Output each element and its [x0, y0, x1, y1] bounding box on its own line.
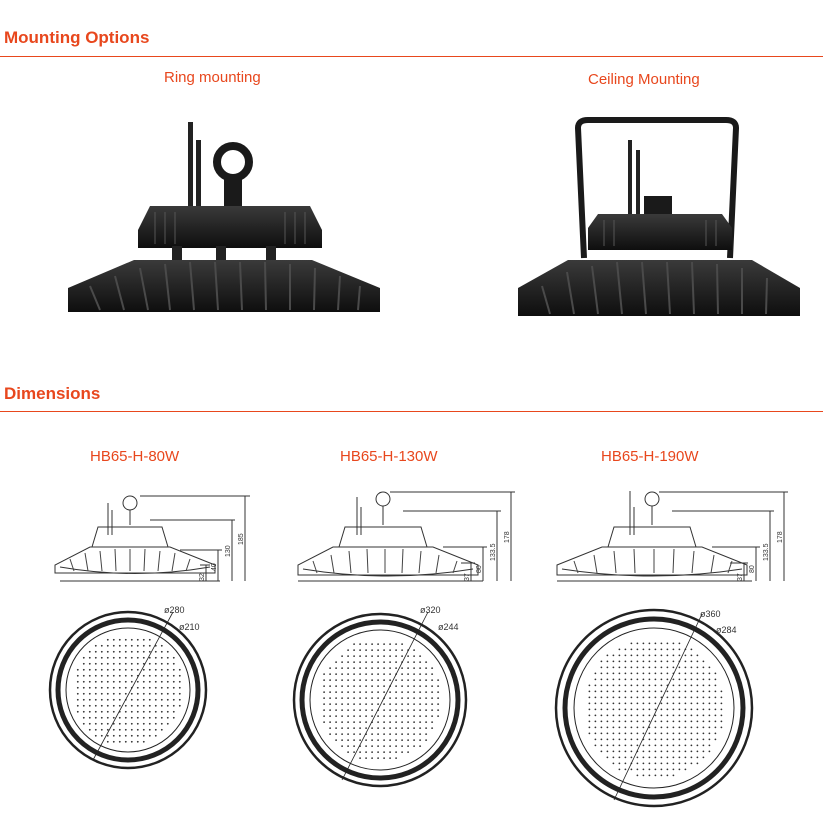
dim-80w-height: 185: [238, 533, 245, 545]
outer-dia-80w: ø280: [164, 605, 185, 615]
dimensions-heading: Dimensions: [4, 384, 101, 403]
side-drawing-80w: 185 130 40 32: [50, 485, 250, 585]
dim-190w-height: 178: [777, 531, 784, 543]
top-view-190w: ø360 ø284: [552, 600, 767, 815]
inner-dia-190w: ø284: [716, 625, 737, 635]
dim-130w-driver: 133.5: [490, 543, 497, 561]
outer-dia-130w: ø320: [420, 605, 441, 615]
dim-80w-mid: 40: [211, 563, 218, 571]
ceiling-mount-fixture-image: [512, 110, 807, 320]
model-name-80w: HB65-H-80W: [90, 448, 180, 465]
top-view-80w: ø280 ø210: [48, 600, 218, 770]
side-drawing-190w: 178 133.5 80 37: [552, 485, 792, 585]
dim-130w-base: 37: [464, 573, 471, 581]
dim-80w-driver: 130: [225, 545, 232, 557]
dim-130w-mid: 80: [476, 565, 483, 573]
side-drawing-130w: 178 133.5 80 37: [293, 485, 518, 585]
dimensions-rule: [0, 411, 823, 412]
ring-mounting-label: Ring mounting: [164, 69, 261, 86]
mounting-options-heading: Mounting Options: [4, 28, 150, 47]
dim-190w-driver: 133.5: [763, 543, 770, 561]
inner-dia-80w: ø210: [179, 622, 200, 632]
dim-130w-height: 178: [504, 531, 511, 543]
model-name-130w: HB65-H-130W: [340, 448, 438, 465]
model-name-190w: HB65-H-190W: [601, 448, 699, 465]
top-view-130w: ø320 ø244: [290, 600, 480, 790]
dim-190w-mid: 80: [749, 565, 756, 573]
ceiling-mounting-label: Ceiling Mounting: [588, 71, 700, 88]
dim-190w-base: 37: [737, 573, 744, 581]
outer-dia-190w: ø360: [700, 609, 721, 619]
dim-80w-base: 32: [199, 573, 206, 581]
inner-dia-130w: ø244: [438, 622, 459, 632]
ring-mount-fixture-image: [60, 110, 385, 320]
mounting-options-rule: [0, 56, 823, 57]
